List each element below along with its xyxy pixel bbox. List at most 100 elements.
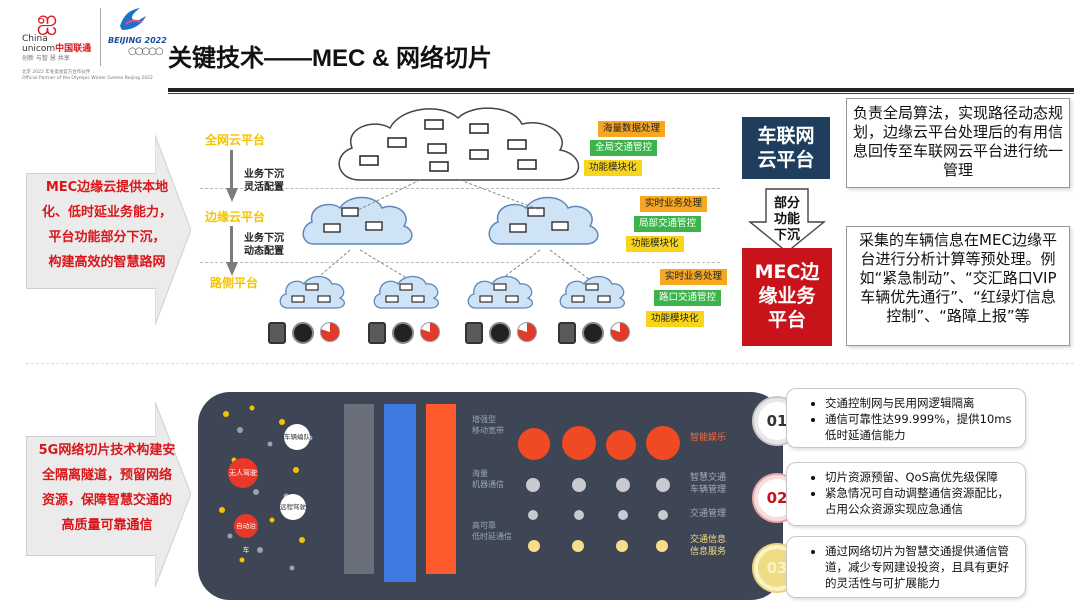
traffic-light-icon <box>558 322 576 344</box>
mec-desc: 采集的车辆信息在MEC边缘平台进行分析计算等预处理。例如“紧急制动”、“交汇路口… <box>846 226 1070 346</box>
badge-autonomous: 无人驾驶 <box>228 458 258 488</box>
info-1-bullet-2: 通信可靠性达99.999%，提供10ms低时延通信能力 <box>825 411 1017 443</box>
title-rule <box>168 88 1074 92</box>
logo-divider <box>100 8 101 66</box>
slice-dot-embb-1 <box>518 428 550 460</box>
edge-cloud-left-icon <box>302 196 413 245</box>
step2-note-line1: 业务下沉 <box>244 233 284 244</box>
page-title: 关键技术——MEC & 网络切片 <box>168 45 492 72</box>
iov-cloud-platform: 车联网 云平台 <box>742 117 830 179</box>
mec-summary-line3: 平台功能部分下沉， <box>48 230 166 245</box>
devices-group-1 <box>268 322 340 344</box>
slice-dot-urllc-2 <box>572 540 584 552</box>
slice-dot-urllc-1 <box>528 540 540 552</box>
slice-dot-urllc-4 <box>656 540 668 552</box>
beijing-2022-text: BEIJING 2022 <box>108 36 167 45</box>
info-item-1: 交通控制网与民用网逻辑隔离 通信可靠性达99.999%，提供10ms低时延通信能… <box>786 388 1026 448</box>
panel-right-label-1: 智能娱乐 <box>690 433 727 443</box>
olympic-rings-icon: ○○○○○ <box>128 46 164 57</box>
tag-modular-mid: 功能模块化 <box>626 236 684 252</box>
brand-slogan: 创新 与智 慧 共享 <box>22 55 70 62</box>
step2-note-line2: 动态配置 <box>244 246 284 257</box>
radar-icon <box>420 322 440 342</box>
partner-line2: Official Partner of the Olympic Winter G… <box>22 76 153 81</box>
divider-dashed-2 <box>200 262 720 263</box>
iov-cloud-desc: 负责全局算法，实现路径动态规划，边缘云平台处理后的有用信息回传至车联网云平台进行… <box>846 98 1070 188</box>
partial-sink-arrow-icon <box>748 188 826 253</box>
bar-transport-network <box>384 404 416 582</box>
roadside-cloud-4-icon <box>559 275 625 309</box>
bar-access-network <box>344 404 374 574</box>
mec-summary-arrow: MEC边缘云提供本地 化、低时延业务能力， 平台功能部分下沉， 构建高效的智慧路… <box>26 135 191 325</box>
slice-dot-embb-4 <box>646 426 680 460</box>
level-edge-platform: 边缘云平台 <box>205 210 266 224</box>
step1-note-line2: 灵活配置 <box>244 182 284 193</box>
bar-core-network <box>426 404 456 574</box>
slicing-summary-line3: 资源，保障智慧交通的 <box>41 493 172 508</box>
step1-note: 业务下沉 灵活配置 <box>244 168 284 194</box>
info-item-3: 通过网络切片为智慧交通提供通信管道，减少专网建设投资，且具有更好的灵活性与可扩展… <box>786 536 1026 598</box>
partner-note: 北京 2022 年冬奥会官方合作伙伴 Official Partner of t… <box>22 70 182 82</box>
slicing-summary-line2: 全隔离隧道，预留网络 <box>41 468 172 483</box>
panel-right-label-3: 交通管理 <box>690 509 727 519</box>
camera-icon <box>582 322 604 344</box>
slicing-summary-line4: 高质量可靠通信 <box>61 518 153 533</box>
slice-dot-mid-1 <box>528 510 538 520</box>
edge-cloud-right-icon <box>488 196 599 245</box>
slice-dot-mmtc-2 <box>572 478 586 492</box>
roadside-cloud-1-icon <box>279 275 345 309</box>
title-rule-red <box>168 93 1074 94</box>
row-label-mmtc: 海量 机器通信 <box>472 469 504 489</box>
traffic-light-icon <box>368 322 386 344</box>
info-item-2: 切片资源预留、QoS高优先级保障 紧急情况可自动调整通信资源配比，占用公众资源实… <box>786 462 1026 526</box>
info-2-bullet-2: 紧急情况可自动调整通信资源配比，占用公众资源实现应急通信 <box>825 485 1017 517</box>
brand-line2b: 中国联通 <box>55 44 92 54</box>
tag-modular-bottom: 功能模块化 <box>646 311 704 327</box>
device-cluster-graphic <box>219 405 313 571</box>
tag-realtime-bottom: 实时业务处理 <box>660 269 728 285</box>
info-2-bullet-1: 切片资源预留、QoS高优先级保障 <box>825 469 1017 485</box>
radar-icon <box>320 322 340 342</box>
step2-arrow-stem <box>230 226 233 264</box>
row-label-embb: 增强型 移动宽带 <box>472 415 504 435</box>
camera-icon <box>292 322 314 344</box>
row-label-urllc: 高可靠 低时延通信 <box>472 521 512 541</box>
slice-dot-mid-2 <box>574 510 584 520</box>
mec-business-platform: MEC边 缘业务 平台 <box>742 248 832 346</box>
slice-dot-mid-4 <box>658 510 668 520</box>
badge-parking: 自动泊车 <box>234 514 258 554</box>
radar-icon <box>517 322 537 342</box>
devices-group-4 <box>558 322 630 344</box>
slice-dot-mmtc-3 <box>616 478 630 492</box>
badge-platoon: 车辆编队 <box>284 424 310 450</box>
slicing-summary-line1: 5G网络切片技术构建安 <box>38 443 176 458</box>
step2-arrow-icon <box>225 262 238 276</box>
brand-line1: China <box>22 34 48 44</box>
partial-sink-label: 部分 功能 下沉 <box>773 196 800 243</box>
central-cloud-icon <box>338 107 580 181</box>
tag-local-traffic: 局部交通管控 <box>634 216 702 232</box>
info-1-bullet-1: 交通控制网与民用网逻辑隔离 <box>825 395 1017 411</box>
mec-summary-line2: 化、低时延业务能力， <box>41 205 172 220</box>
china-unicom-logo-icon: ஐ <box>36 5 58 35</box>
radar-icon <box>610 322 630 342</box>
slice-dot-embb-2 <box>562 426 596 460</box>
info-3-bullet-1: 通过网络切片为智慧交通提供通信管道，减少专网建设投资，且具有更好的灵活性与可扩展… <box>825 543 1017 591</box>
tag-global-traffic: 全局交通管控 <box>590 140 658 156</box>
step2-note: 业务下沉 动态配置 <box>244 232 284 258</box>
camera-icon <box>489 322 511 344</box>
devices-group-3 <box>465 322 537 344</box>
partner-line1: 北京 2022 年冬奥会官方合作伙伴 <box>22 70 91 75</box>
mec-summary-line1: MEC边缘云提供本地 <box>45 180 169 195</box>
level-roadside-platform: 路侧平台 <box>210 276 259 290</box>
traffic-light-icon <box>268 322 286 344</box>
devices-group-2 <box>368 322 440 344</box>
slicing-summary-arrow: 5G网络切片技术构建安 全隔离隧道，预留网络 资源，保障智慧交通的 高质量可靠通… <box>26 402 191 587</box>
step1-arrow-icon <box>225 188 238 202</box>
camera-icon <box>392 322 414 344</box>
tag-intersection-traffic: 路口交通管控 <box>654 290 722 306</box>
step1-note-line1: 业务下沉 <box>244 169 284 180</box>
cloud-connectors <box>314 179 591 281</box>
tag-modular-top: 功能模块化 <box>584 160 642 176</box>
panel-right-label-2: 智慧交通 车辆管理 <box>690 473 727 495</box>
